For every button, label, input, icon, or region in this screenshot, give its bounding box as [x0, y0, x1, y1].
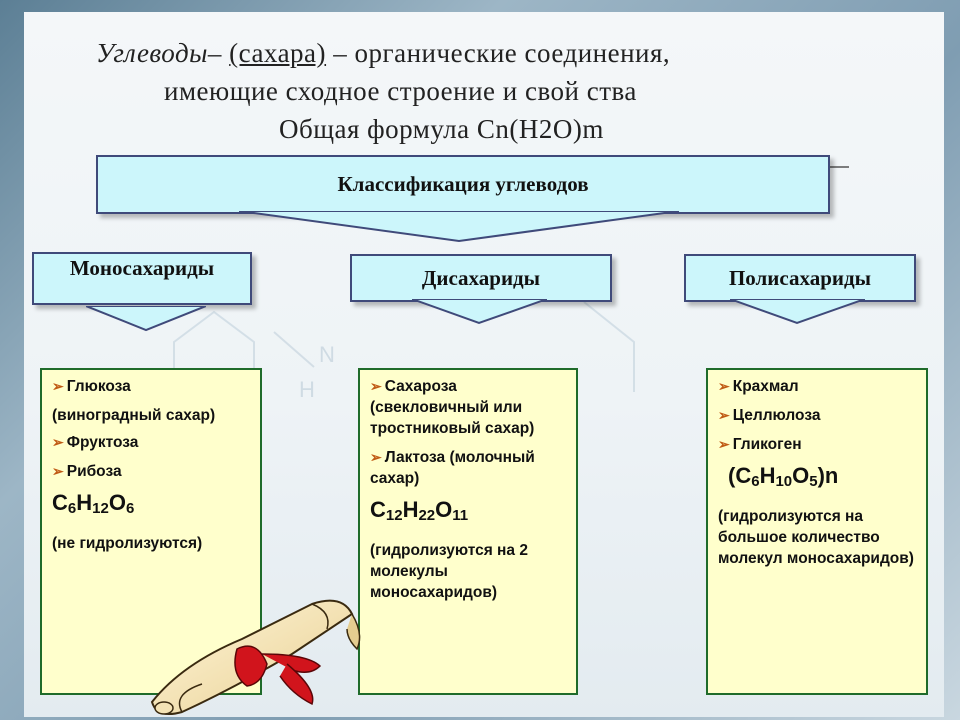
formula-part: 6 [125, 500, 135, 517]
note-di: (гидролизуются на 2 молекулы моносахарид… [370, 542, 528, 601]
formula-part: 12 [92, 500, 109, 517]
formula-part: H [76, 490, 93, 515]
title-line-1: Углеводы– (сахара) – органические соедин… [96, 38, 670, 69]
heading-box-mono: Моносахариды [32, 252, 252, 305]
formula-part: 10 [775, 473, 793, 490]
list-item: ➢Сахароза (свекловичный или тростниковый… [370, 376, 566, 439]
main-down-arrow [239, 211, 679, 243]
general-formula: Общая формула Cn(H2O)m [279, 114, 604, 144]
title-line-2: имеющие сходное строение и свой ства [164, 76, 637, 106]
list-item: ➢Рибоза [52, 461, 250, 482]
formula-part: )n [817, 463, 839, 488]
item-text: Рибоза [66, 463, 122, 480]
list-item: (виноградный сахар) [52, 407, 216, 424]
heading-poly: Полисахариды [728, 265, 872, 290]
chevron-bullet-icon: ➢ [52, 434, 64, 450]
card-poly: ➢Крахмал ➢Целлюлоза ➢Гликоген (C6H10O5)n… [706, 368, 928, 695]
list-item: ➢Глюкоза [52, 376, 250, 397]
down-arrow-mono [86, 306, 206, 332]
card-di: ➢Сахароза (свекловичный или тростниковый… [358, 368, 578, 695]
formula-part: C [52, 490, 68, 515]
formula-part: (C [728, 463, 752, 488]
chevron-bullet-icon: ➢ [718, 378, 730, 394]
list-item: ➢Целлюлоза [718, 405, 916, 426]
formula-poly: (C6H10O5)n [718, 465, 916, 492]
list-item: ➢Крахмал [718, 376, 916, 397]
classification-label: Классификация углеводов [337, 172, 589, 196]
item-text: Гликоген [732, 436, 802, 453]
heading-box-poly: Полисахариды [684, 254, 916, 302]
item-text: Лактоза (молочный сахар) [370, 449, 535, 487]
card-mono: ➢Глюкоза (виноградный сахар) ➢Фруктоза ➢… [40, 368, 262, 695]
down-arrow-poly [730, 299, 865, 325]
down-arrow-di [412, 299, 547, 325]
formula-mono: C6H12O6 [52, 492, 250, 519]
formula-part: 11 [452, 507, 469, 524]
formula-part: O [435, 497, 453, 522]
formula-di: C12H22O11 [370, 499, 566, 526]
chevron-bullet-icon: ➢ [718, 407, 730, 423]
item-text: Сахароза (свекловичный или тростниковый … [370, 378, 535, 437]
formula-part: H [759, 463, 776, 488]
formula-part: O [108, 490, 126, 515]
formula-part: 22 [418, 507, 436, 524]
formula-part: 12 [385, 507, 403, 524]
classification-box: Классификация углеводов [96, 155, 830, 214]
formula-part: O [792, 463, 810, 488]
slide: N H Углеводы– (сахара) – органические со… [24, 12, 944, 717]
scroll-icon [150, 599, 361, 715]
list-item: ➢Лактоза (молочный сахар) [370, 447, 566, 489]
item-text: Фруктоза [66, 434, 139, 451]
title-rest: – органические соединения, [326, 38, 671, 68]
formula-part: 5 [809, 473, 818, 490]
chevron-bullet-icon: ➢ [370, 378, 382, 394]
title-term: Углеводы [96, 38, 208, 68]
item-text: Целлюлоза [732, 407, 821, 424]
formula-part: H [402, 497, 419, 522]
chevron-bullet-icon: ➢ [370, 449, 382, 465]
chevron-bullet-icon: ➢ [52, 378, 64, 394]
chevron-bullet-icon: ➢ [718, 436, 730, 452]
item-text: Крахмал [732, 378, 799, 395]
heading-mono: Моносахариды [69, 256, 215, 280]
list-item: ➢Фруктоза [52, 432, 250, 453]
item-text: Глюкоза [66, 378, 131, 395]
formula-part: 6 [751, 473, 760, 490]
chevron-bullet-icon: ➢ [52, 463, 64, 479]
list-item: ➢Гликоген [718, 434, 916, 455]
formula-part: 6 [67, 500, 77, 517]
note-mono: (не гидролизуются) [52, 535, 203, 552]
heading-di: Дисахариды [421, 265, 541, 290]
title-dash: – [207, 38, 222, 68]
underline-mark [829, 166, 849, 168]
title-synonym: (сахара) [229, 38, 327, 68]
heading-box-di: Дисахариды [350, 254, 612, 302]
formula-part: C [370, 497, 386, 522]
svg-text:N: N [319, 342, 335, 367]
svg-text:H: H [299, 377, 315, 402]
note-poly: (гидролизуются на большое количество мол… [718, 508, 914, 567]
